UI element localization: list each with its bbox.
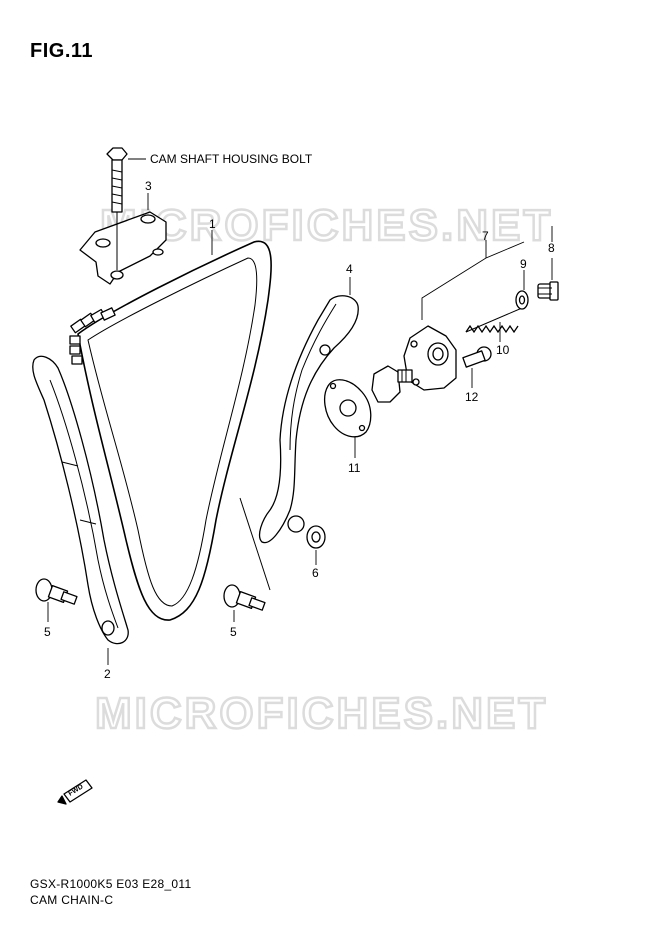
watermark-bottom: MICROFICHES.NET [95, 689, 548, 738]
part-6-washer [306, 525, 326, 549]
leader-7 [421, 241, 525, 320]
part-4-tensioner-guide [258, 295, 359, 544]
callout-8: 8 [548, 241, 555, 255]
callout-5b: 5 [230, 625, 237, 639]
callout-11: 11 [348, 461, 361, 475]
callout-10: 10 [496, 343, 510, 357]
watermark-top: MICROFICHES.NET [100, 201, 553, 250]
callout-12: 12 [465, 390, 479, 404]
callout-7: 7 [482, 229, 489, 243]
assembly-line-left [239, 497, 271, 591]
callout-2: 2 [104, 667, 111, 681]
part-5-guide-bolt-left [35, 578, 78, 605]
callout-4: 4 [346, 262, 353, 276]
chain-links-top [69, 307, 116, 365]
figure-title: FIG.11 [30, 40, 94, 62]
cam-shaft-housing-bolt [106, 147, 128, 213]
part-2-chain-guide [32, 355, 129, 645]
callout-1: 1 [209, 217, 216, 231]
part-11-gasket [323, 379, 372, 438]
part-5-guide-bolt-right [223, 584, 266, 611]
callout-3: 3 [145, 179, 152, 193]
part-9-washer [515, 290, 529, 310]
callout-6: 6 [312, 566, 319, 580]
part-3-housing-bracket [79, 211, 167, 285]
footer-section-name: CAM CHAIN-C [30, 893, 114, 907]
callout-9: 9 [520, 257, 527, 271]
part-8-cap-bolt [537, 281, 559, 301]
part-1-cam-chain [69, 240, 272, 621]
fwd-arrow-icon: FWD [57, 779, 93, 805]
part-7-tensioner-assembly [371, 325, 457, 403]
part-12-bolt [462, 346, 492, 368]
footer-model-code: GSX-R1000K5 E03 E28_011 [30, 877, 192, 891]
callout-5a: 5 [44, 625, 51, 639]
label-cam-shaft-housing-bolt: CAM SHAFT HOUSING BOLT [150, 152, 313, 166]
part-10-spring [465, 307, 523, 334]
